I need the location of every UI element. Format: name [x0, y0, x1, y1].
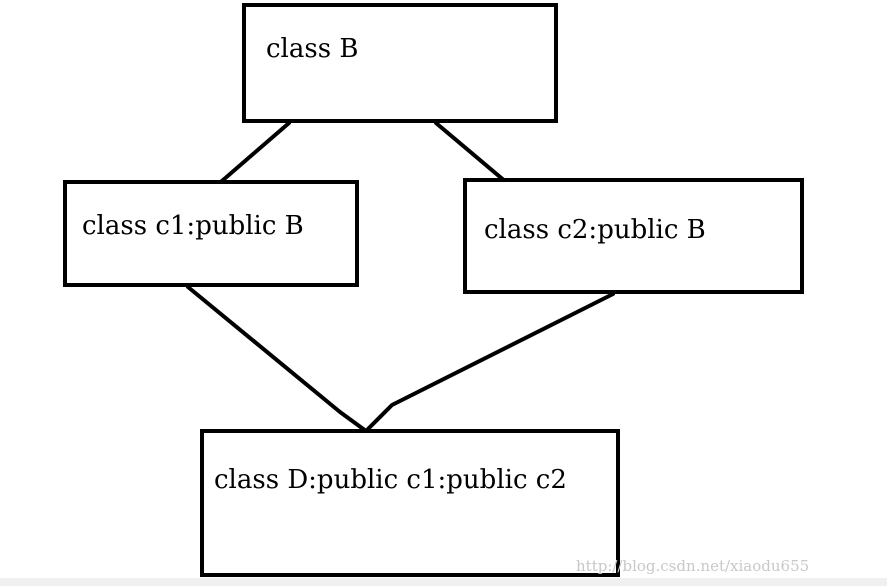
- node-class-c2-label: class c2:public B: [484, 215, 706, 245]
- watermark-text: http://blog.csdn.net/xiaodu655: [576, 557, 809, 575]
- bottom-strip: [0, 578, 887, 586]
- node-class-c1[interactable]: class c1:public B: [63, 180, 359, 287]
- node-class-c2[interactable]: class c2:public B: [463, 178, 804, 294]
- node-class-d-label: class D:public c1:public c2: [214, 465, 567, 495]
- node-class-d[interactable]: class D:public c1:public c2: [200, 429, 620, 577]
- node-class-b[interactable]: class B: [242, 3, 558, 123]
- node-class-d-box: [200, 429, 620, 577]
- node-class-c1-label: class c1:public B: [82, 211, 304, 241]
- edge-c2-to-d: [364, 292, 615, 433]
- edge-b-to-c2: [434, 121, 514, 189]
- edge-b-to-c1: [213, 121, 291, 189]
- node-class-c2-box: [463, 178, 804, 294]
- node-class-b-box: [242, 3, 558, 123]
- node-class-c1-box: [63, 180, 359, 287]
- node-class-b-label: class B: [266, 34, 358, 64]
- edge-c1-to-d: [186, 285, 368, 433]
